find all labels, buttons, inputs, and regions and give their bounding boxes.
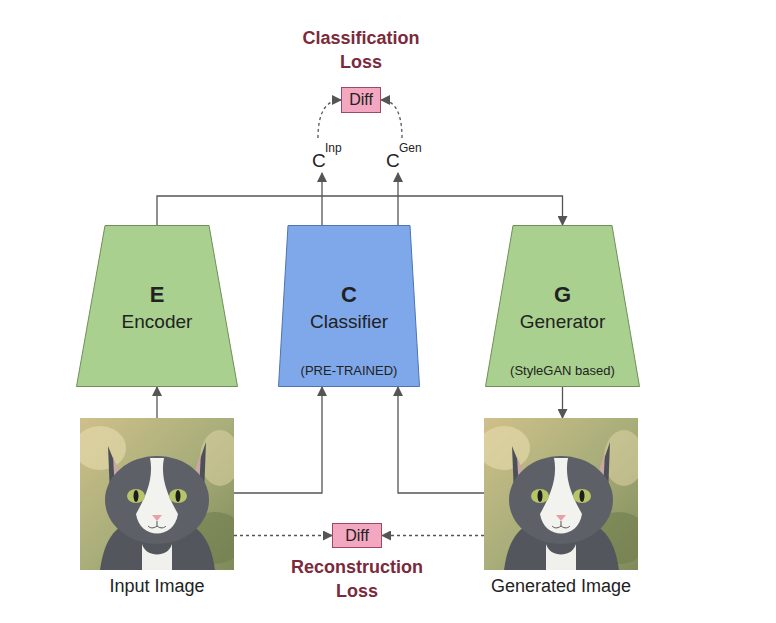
block-name: Classifier [278,311,420,333]
connector [381,100,402,225]
loss-diff-box: DiffClassification Loss [341,87,381,113]
output-superscript: Inp [325,141,342,155]
connector-line [318,100,341,138]
connector [398,387,484,493]
loss-title: Reconstruction Loss [282,555,432,603]
connector-line [398,387,484,493]
cat-photo [484,418,638,570]
block-letter: G [485,282,640,308]
block-letter: E [76,282,238,308]
diff-label: Diff [349,91,373,109]
connector-line [156,387,157,418]
loss-title: Classification Loss [286,26,436,74]
block-name: Generator [485,311,640,333]
connector [234,535,332,536]
image-caption: Input Image [109,576,204,597]
loss-diff-box: DiffReconstruction Loss [332,523,382,548]
output-symbol: C [386,150,400,172]
connector-line [234,387,322,493]
connector [234,387,322,493]
classifier-block: C Classifier (PRE-TRAINED) [278,225,420,387]
output-superscript: Gen [399,141,422,155]
connector [562,387,563,418]
connector-line [157,196,563,225]
block-note: (StyleGAN based) [485,363,640,378]
connector-line [234,535,332,536]
connector [157,387,158,418]
block-note: (PRE-TRAINED) [278,363,420,378]
connector-line [321,173,322,225]
output-symbol: C [312,150,326,172]
connector-line [397,173,398,225]
connector [157,196,563,225]
connector-line [381,100,402,138]
connector-line [562,387,563,418]
cat-photo [80,418,234,570]
image-caption: Generated Image [491,576,631,597]
block-name: Encoder [76,311,238,333]
input-image: Input Image [80,418,234,570]
connector-line [382,535,484,536]
connector [382,535,484,536]
encoder-block: E Encoder [76,225,238,387]
diff-label: Diff [345,527,369,545]
block-letter: C [278,282,420,308]
generated-image: Generated Image [484,418,638,570]
generator-block: G Generator (StyleGAN based) [485,225,640,387]
